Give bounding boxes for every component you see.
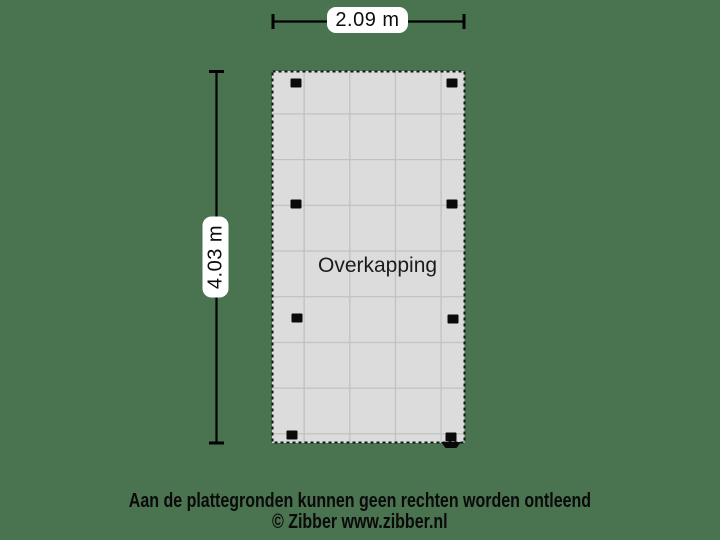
copyright-text: © Zibber www.zibber.nl (0, 511, 720, 533)
post (291, 313, 303, 323)
height-dimension-label: 4.03 m (202, 216, 229, 298)
post (290, 199, 302, 209)
width-dimension-value: 2.09 m (335, 8, 400, 31)
post (447, 314, 459, 324)
floor-grid (272, 71, 465, 443)
disclaimer-text: Aan de plattegronden kunnen geen rechten… (0, 490, 720, 512)
copyright-text-content: © Zibber www.zibber.nl (272, 511, 448, 533)
disclaimer-text-content: Aan de plattegronden kunnen geen rechten… (128, 490, 592, 512)
width-dimension-label: 2.09 m (327, 7, 408, 33)
height-dimension-value: 4.03 m (204, 224, 226, 290)
post (446, 199, 458, 209)
posts (286, 78, 461, 448)
post (290, 78, 302, 88)
room-label: Overkapping (318, 254, 438, 277)
post (446, 78, 458, 88)
plan-boundary (271, 70, 466, 444)
post (286, 430, 298, 440)
post-base-mark (441, 442, 461, 448)
post (445, 432, 457, 442)
